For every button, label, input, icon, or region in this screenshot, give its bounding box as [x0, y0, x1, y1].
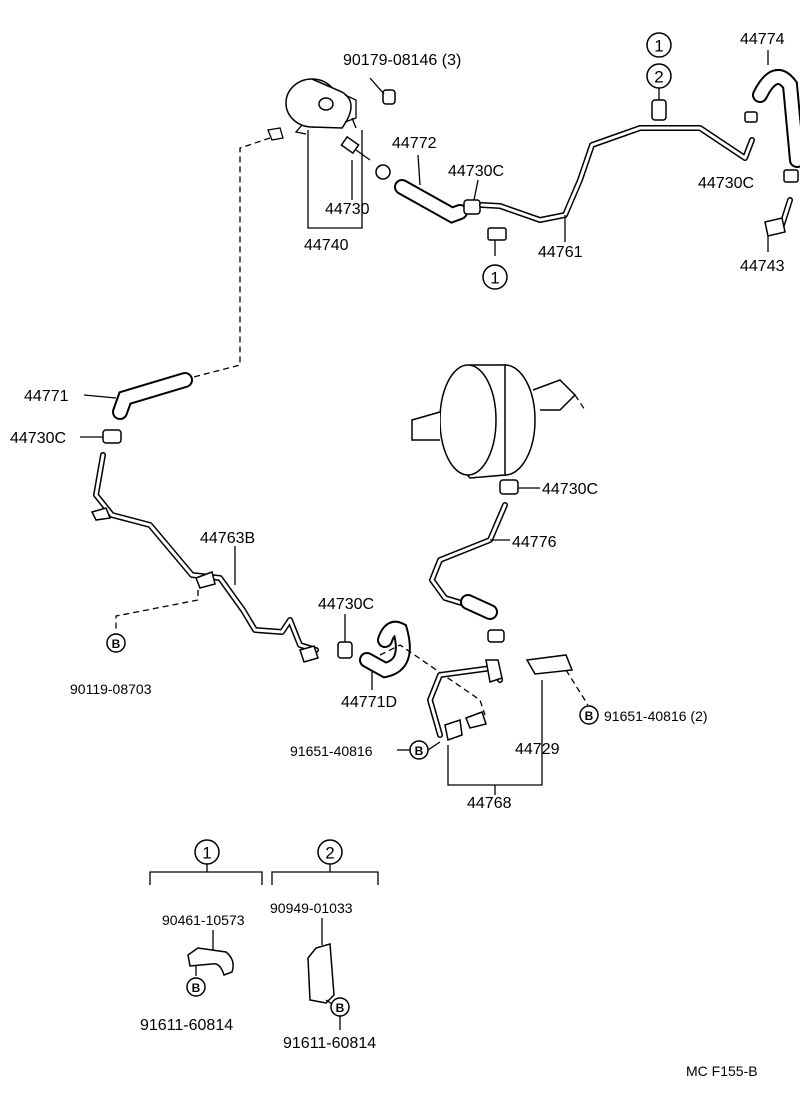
svg-text:B: B — [585, 709, 594, 723]
label-44776: 44776 — [512, 534, 557, 551]
marker-two-top: 2 — [646, 63, 672, 89]
canister-assembly — [267, 78, 396, 180]
svg-text:B: B — [415, 744, 424, 758]
b-marker-left: B — [106, 633, 126, 653]
label-90461-10573: 90461-10573 — [162, 912, 245, 928]
label-90119-08703: 90119-08703 — [70, 681, 152, 697]
label-44771d: 44771D — [341, 694, 397, 711]
label-44730c-booster: 44730C — [542, 481, 598, 498]
label-91611-60814-left: 91611-60814 — [140, 1017, 233, 1034]
svg-text:1: 1 — [202, 844, 211, 863]
svg-text:B: B — [112, 637, 121, 651]
label-91651-40816: 91651-40816 — [290, 743, 373, 759]
label-44729: 44729 — [515, 741, 560, 758]
b-marker-bottom-2: B — [330, 997, 350, 1017]
svg-text:1: 1 — [490, 269, 499, 288]
label-90949-01033: 90949-01033 — [270, 900, 353, 916]
svg-text:B: B — [192, 981, 201, 995]
marker-one-bottom: 1 — [194, 839, 220, 865]
label-44740: 44740 — [304, 237, 349, 254]
label-44730c-left: 44730C — [10, 430, 66, 447]
svg-text:2: 2 — [654, 68, 663, 87]
label-44768: 44768 — [467, 795, 512, 812]
b-marker-center: B — [409, 740, 429, 760]
marker-one-top: 1 — [646, 32, 672, 58]
label-44743: 44743 — [740, 258, 785, 275]
label-90179-08146: 90179-08146 (3) — [343, 52, 461, 69]
brake-booster — [411, 364, 586, 479]
svg-text:2: 2 — [325, 844, 334, 863]
b-marker-bottom-1: B — [186, 977, 206, 997]
label-44772: 44772 — [392, 135, 437, 152]
b-marker-right: B — [579, 705, 599, 725]
label-44771: 44771 — [24, 388, 69, 405]
label-91611-60814-right: 91611-60814 — [283, 1035, 376, 1052]
label-44730c-mid: 44730C — [318, 596, 374, 613]
svg-text:1: 1 — [654, 37, 663, 56]
svg-text:B: B — [336, 1001, 345, 1015]
label-44730: 44730 — [325, 201, 370, 218]
marker-one-mid: 1 — [482, 264, 508, 290]
label-44730c-top: 44730C — [448, 163, 504, 180]
label-44761: 44761 — [538, 244, 583, 261]
label-44774: 44774 — [740, 31, 785, 48]
diagram-code: MC F155-B — [686, 1063, 758, 1079]
label-44730c-right: 44730C — [698, 175, 754, 192]
label-91651-40816-2: 91651-40816 (2) — [604, 708, 708, 724]
label-44763b: 44763B — [200, 530, 255, 547]
marker-two-bottom: 2 — [317, 839, 343, 865]
